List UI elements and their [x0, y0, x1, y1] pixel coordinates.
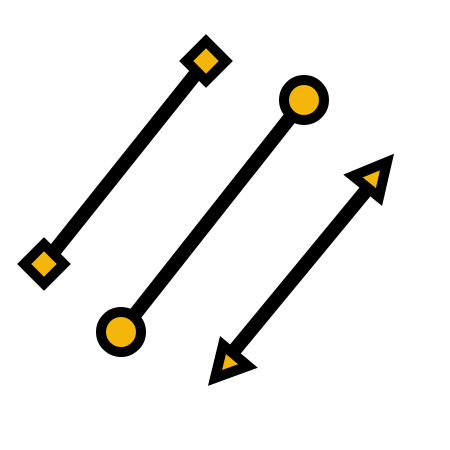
circle-endpoint-bottom: [96, 307, 146, 357]
circle-endpoints-line: [96, 75, 329, 357]
arrowhead-top: [343, 153, 395, 206]
circle-line-shaft: [114, 93, 311, 339]
arrow-endpoints-line: [207, 153, 395, 386]
arrow-line-shaft: [221, 174, 381, 365]
square-endpoints-line: [17, 34, 233, 291]
arrowhead-bottom: [207, 335, 258, 386]
square-endpoint-bottom: [17, 237, 71, 291]
square-endpoint-top: [179, 34, 233, 88]
circle-endpoint-top: [279, 75, 329, 125]
square-line-shaft: [37, 54, 213, 271]
